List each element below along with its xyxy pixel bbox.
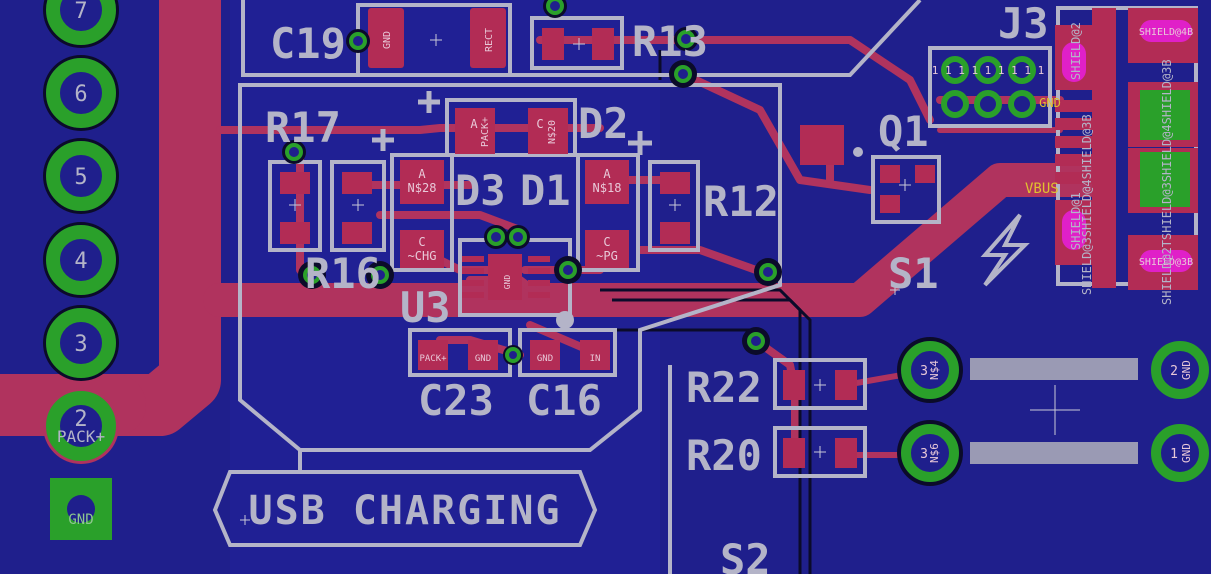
pad-label: N$6 bbox=[928, 443, 941, 463]
shield-label: SHIELD@4B bbox=[1139, 27, 1193, 38]
pad-label: GND bbox=[503, 275, 512, 290]
pad-label: 2 bbox=[1170, 364, 1178, 379]
polarity-marks bbox=[372, 91, 652, 155]
header-pin-label: 6 bbox=[74, 82, 87, 107]
pad-label: ~CHG bbox=[408, 249, 437, 263]
lightning-bolt-icon bbox=[980, 213, 1030, 287]
ref-r16[interactable]: R16 bbox=[305, 249, 381, 298]
pad-label: IN bbox=[590, 354, 601, 364]
pad-label: C bbox=[603, 235, 610, 249]
pad-label: C bbox=[536, 117, 543, 131]
header-pin-label: 4 bbox=[74, 249, 87, 274]
pad-label: 1 bbox=[1170, 447, 1178, 462]
pad-label: A bbox=[603, 167, 611, 181]
vbus-label: VBUS bbox=[1025, 181, 1059, 197]
pad-label: RECT bbox=[484, 28, 495, 52]
pad-label: 3 bbox=[920, 447, 928, 462]
pad-label: A bbox=[418, 167, 426, 181]
pad-label: GND bbox=[1180, 360, 1193, 380]
ref-r20[interactable]: R20 bbox=[686, 431, 762, 480]
pad-label: N$28 bbox=[408, 181, 437, 195]
ref-c23[interactable]: C23 bbox=[418, 376, 494, 425]
ref-r12[interactable]: R12 bbox=[703, 177, 779, 226]
shield-label: SHIELD@1 bbox=[1069, 192, 1083, 250]
gnd-pad-label: GND bbox=[68, 512, 93, 528]
vias bbox=[282, 0, 863, 365]
ref-c19[interactable]: C19 bbox=[270, 19, 346, 68]
pad-label: 3 bbox=[920, 364, 928, 379]
header-pins bbox=[43, 0, 119, 540]
pad-label: ~PG bbox=[596, 249, 618, 263]
shield-label: SHIELD@3B bbox=[1139, 257, 1193, 268]
pad-label: PACK+ bbox=[419, 354, 447, 364]
header-pin2-net-label: PACK+ bbox=[57, 427, 105, 446]
ref-j3[interactable]: J3 bbox=[998, 0, 1049, 48]
pad-label: N$20 bbox=[547, 120, 558, 144]
pad-label: GND bbox=[382, 31, 393, 49]
ref-u3[interactable]: U3 bbox=[400, 283, 451, 332]
ref-r17[interactable]: R17 bbox=[265, 103, 341, 152]
pad-label: 1 1 1 1 1 1 1 1 1 bbox=[932, 64, 1045, 77]
pad-label: C bbox=[418, 235, 425, 249]
origin-marks bbox=[240, 34, 1080, 525]
header-pin-label: 7 bbox=[74, 0, 87, 24]
usb-charging-label: USB CHARGING bbox=[249, 488, 562, 534]
pad-label: GND bbox=[1180, 443, 1193, 463]
j3-header-holes bbox=[941, 56, 1036, 118]
shield-pads bbox=[1062, 20, 1192, 272]
ref-q1[interactable]: Q1 bbox=[878, 107, 929, 156]
j3-green-pads bbox=[1140, 90, 1190, 207]
pad-label: GND bbox=[475, 354, 491, 364]
shield-label: SHIELD@2 bbox=[1069, 22, 1083, 80]
ref-d2[interactable]: D2 bbox=[578, 99, 629, 148]
header-pin-label: 5 bbox=[74, 165, 87, 190]
switch-pads bbox=[897, 337, 1209, 486]
shield-label: SHIELD@2TSHIELD@3SHIELD@4SHIELD@3B bbox=[1160, 59, 1174, 305]
ref-r22[interactable]: R22 bbox=[686, 363, 762, 412]
ref-s1[interactable]: S1 bbox=[888, 249, 939, 298]
pad-label: N$4 bbox=[928, 360, 941, 380]
pad-label: GND bbox=[537, 354, 553, 364]
ref-d3[interactable]: D3 bbox=[455, 166, 506, 215]
pad-label: GND bbox=[1039, 96, 1061, 110]
pad-label: A bbox=[470, 117, 478, 131]
ref-s2[interactable]: S2 bbox=[720, 535, 771, 574]
pad-label: N$18 bbox=[593, 181, 622, 195]
pad-label: PACK+ bbox=[480, 117, 491, 147]
ref-c16[interactable]: C16 bbox=[526, 376, 602, 425]
header-pin-label: 2 bbox=[74, 407, 87, 432]
ref-d1[interactable]: D1 bbox=[520, 166, 571, 215]
ref-r13[interactable]: R13 bbox=[632, 17, 708, 66]
header-pin-label: 3 bbox=[74, 332, 87, 357]
shield-label: SHIELD@3SHIELD@4SHIELD@3B bbox=[1080, 114, 1094, 295]
